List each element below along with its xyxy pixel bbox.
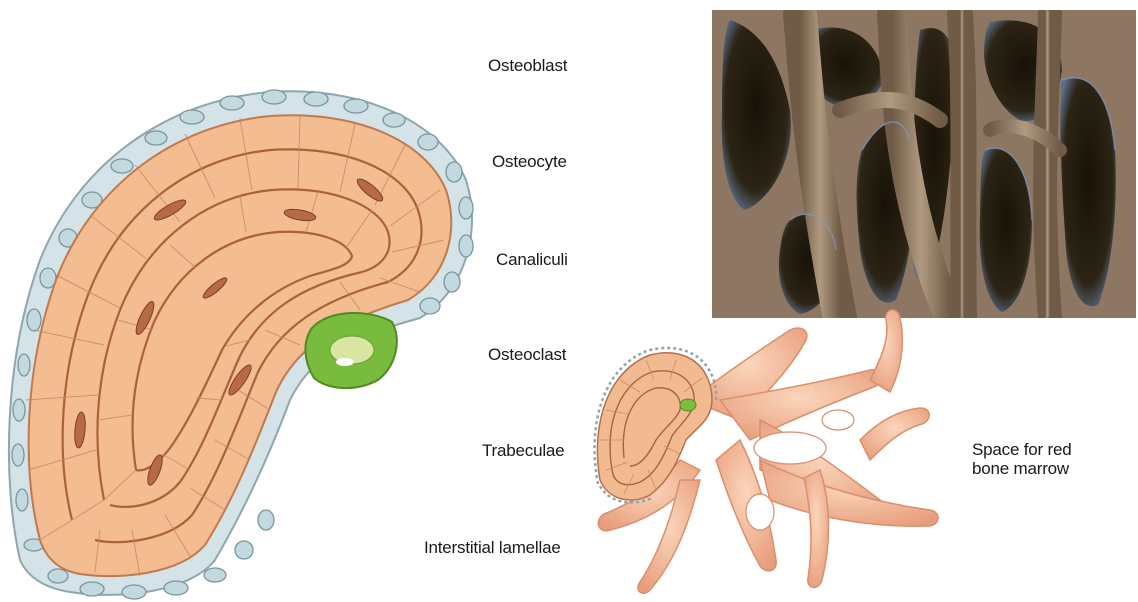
label-osteoblast: Osteoblast xyxy=(488,56,567,76)
osteoclast-cell xyxy=(305,313,396,388)
trabecula-section xyxy=(9,90,473,599)
label-trabeculae: Trabeculae xyxy=(482,441,564,461)
label-marrow-space-line2: bone marrow xyxy=(972,459,1122,478)
label-marrow-space: Space for red bone marrow xyxy=(972,440,1122,478)
label-interstitial-lamellae: Interstitial lamellae xyxy=(424,538,561,558)
label-marrow-space-line1: Space for red xyxy=(972,440,1122,459)
sem-micrograph xyxy=(712,10,1136,318)
label-osteoclast: Osteoclast xyxy=(488,345,566,365)
label-osteocyte: Osteocyte xyxy=(492,152,567,172)
label-canaliculi: Canaliculi xyxy=(496,250,568,270)
spongy-bone-illustration xyxy=(595,310,938,593)
